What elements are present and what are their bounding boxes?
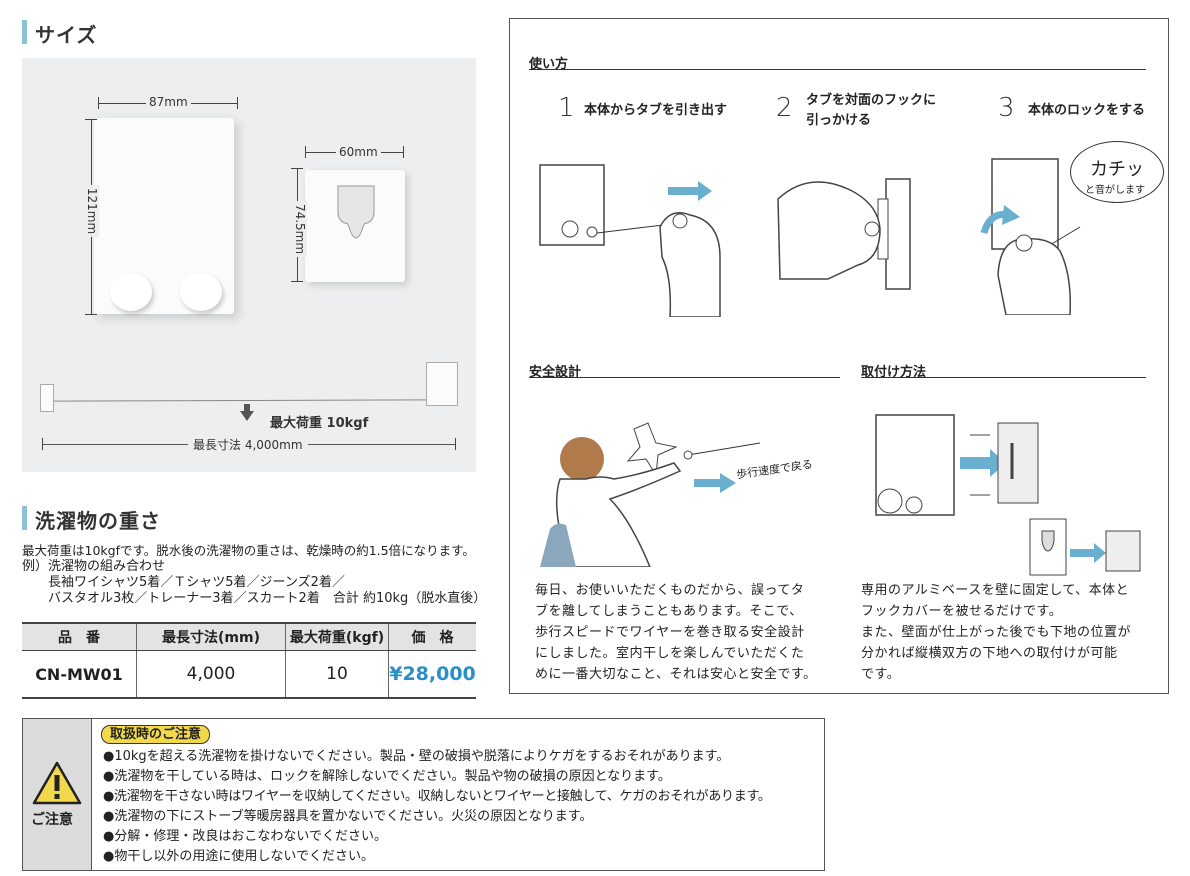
bubble-sub-text: と音がします (1085, 185, 1145, 196)
hook-slot-icon (337, 185, 375, 239)
step-2-number: 2 (776, 93, 793, 123)
header-model: 品 番 (22, 622, 137, 651)
knob-right (180, 273, 222, 311)
weight-section-title: 洗濯物の重さ (35, 509, 161, 533)
knob-left (110, 273, 152, 311)
step-3-number: 3 (998, 93, 1015, 123)
mounting-line-4: 分かれば縦横双方の下地への取付けが可能 (861, 646, 1118, 661)
step-1-number: 1 (558, 93, 575, 123)
safety-line-1: 毎日、お使いいただくものだから、誤ってタ (535, 583, 805, 598)
bubble-main-text: カチッ (1090, 159, 1144, 180)
caution-item-4: ●洗濯物の下にストーブ等暖房器具を置かないでください。火災の原因となります。 (103, 809, 593, 824)
spec-table: 品 番 最長寸法(mm) 最大荷重(kgf) 価 格 CN-MW01 4,000… (22, 622, 476, 699)
caution-item-1: ●10kgを超える洗濯物を掛けないでください。製品・壁の破損や脱落によりケガをす… (103, 749, 730, 764)
dim-745-label: 74.5mm (293, 200, 308, 258)
section-marker (22, 506, 27, 530)
mounting-line-5: です。 (861, 667, 901, 682)
caution-title-badge: 取扱時のご注意 (101, 725, 211, 744)
usage-title: 使い方 (529, 57, 569, 72)
dim-tick (455, 438, 456, 450)
dim-tick (85, 119, 97, 120)
usage-box: 使い方 1 本体からタブを引き出す 2 タブを対面のフックに 引っかける 3 本… (509, 18, 1169, 694)
step-2-text-1: タブを対面のフックに (806, 93, 937, 108)
weight-line-1: 最大荷重は10kgfです。脱水後の洗濯物の重さは、乾燥時の約1.5倍になります。 (22, 543, 475, 558)
safety-line-4: にしました。室内干しを楽しんでいただくた (535, 646, 805, 661)
safety-title: 安全設計 (529, 365, 582, 380)
header-length: 最長寸法(mm) (136, 622, 286, 651)
divider (861, 377, 1146, 378)
max-load-label: 最大荷重 10kgf (270, 416, 369, 431)
divider (529, 69, 1146, 70)
caution-box: ご注意 取扱時のご注意 ●10kgを超える洗濯物を掛けないでください。製品・壁の… (22, 718, 825, 871)
caution-label: ご注意 (31, 812, 73, 828)
dim-tick (237, 97, 238, 109)
dim-60-label: 60mm (336, 145, 381, 159)
weight-line-4: バスタオル3枚／トレーナー3着／スカート2着 合計 約10kg（脱水直後） (48, 591, 487, 606)
step-3-text: 本体のロックをする (1028, 103, 1146, 118)
cell-price: ¥28,000 (388, 650, 476, 699)
mounting-line-3: また、壁面が仕上がった後でも下地の位置が (861, 625, 1132, 640)
size-section-title: サイズ (35, 23, 98, 47)
mounting-line-2: フックカバーを被せるだけです。 (861, 604, 1063, 619)
right-unit-shape (426, 362, 458, 406)
cell-length: 4,000 (136, 650, 286, 699)
down-arrow-icon (240, 411, 254, 421)
dim-tick (291, 281, 303, 282)
caution-item-6: ●物干し以外の用途に使用しないでください。 (103, 849, 374, 864)
cell-load: 10 (285, 650, 389, 699)
sound-bubble (1070, 141, 1164, 203)
caution-item-2: ●洗濯物を干している時は、ロックを解除しないでください。製品や物の破損の原因とな… (103, 769, 671, 784)
dim-121-label: 121mm (85, 184, 100, 238)
caution-item-3: ●洗濯物を干さない時はワイヤーを収納してください。収納しないとワイヤーと接触して… (103, 789, 771, 804)
section-marker (22, 20, 27, 44)
product-photo (22, 58, 476, 472)
step-3-illustration (980, 158, 1081, 315)
safety-line-5: めに一番大切なこと、それは安心と安全です。 (535, 667, 817, 682)
cell-model: CN-MW01 (22, 650, 137, 699)
dim-tick (291, 168, 303, 169)
down-arrow-stem (244, 404, 250, 412)
divider (529, 377, 840, 378)
dim-tick (403, 146, 404, 158)
header-load: 最大荷重(kgf) (285, 622, 389, 651)
warning-icon (32, 761, 82, 805)
safety-line-2: ブを離してしまうこともあります。そこで、 (535, 604, 803, 619)
dim-tick (42, 438, 43, 450)
max-length-label: 最長寸法 4,000mm (188, 436, 308, 453)
mounting-illustration (875, 414, 1141, 576)
caution-list: ●10kgを超える洗濯物を掛けないでください。製品・壁の破損や脱落によりケガをす… (103, 747, 771, 867)
mounting-title: 取付け方法 (861, 365, 927, 380)
weight-line-3: 長袖ワイシャツ5着／Ｔシャツ5着／ジーンズ2着／ (48, 575, 345, 590)
caution-item-5: ●分解・修理・改良はおこなわないでください。 (103, 829, 387, 844)
dim-tick (305, 146, 306, 158)
weight-line-2: 例）洗濯物の組み合わせ (22, 559, 166, 574)
mounting-line-1: 専用のアルミベースを壁に固定して、本体と (861, 583, 1130, 598)
dim-87-label: 87mm (146, 95, 191, 109)
step-2-text-2: 引っかける (806, 113, 872, 128)
safety-illustration (540, 422, 761, 567)
step-1-text: 本体からタブを引き出す (584, 103, 728, 118)
step-2-illustration (777, 178, 911, 290)
dim-tick (85, 314, 97, 315)
wire-line (49, 399, 435, 402)
step-1-illustration (539, 164, 721, 317)
header-price: 価 格 (388, 622, 476, 651)
safety-line-3: 歩行スピードでワイヤーを巻き取る安全設計 (535, 625, 805, 640)
dim-tick (98, 97, 99, 109)
caution-sidebar: ご注意 (23, 719, 92, 870)
left-hook-shape (40, 384, 54, 412)
